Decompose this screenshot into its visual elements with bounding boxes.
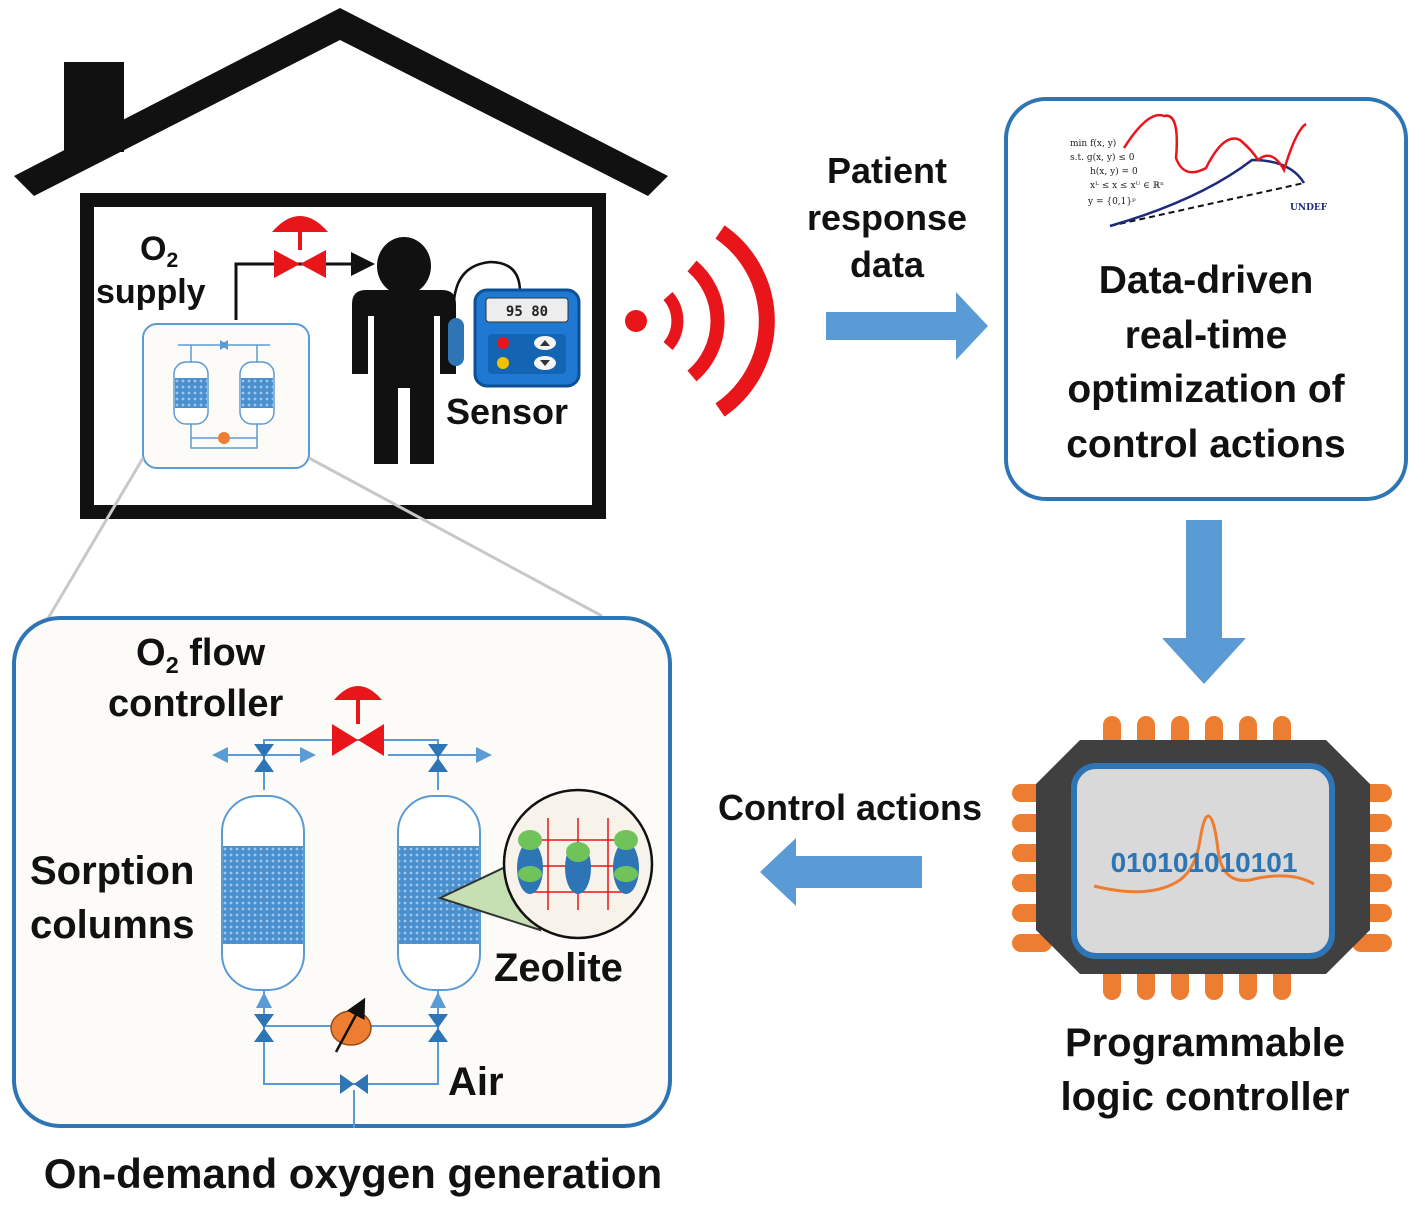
wireless-signal-icon [625,225,775,417]
plc-binary: 010101010101 [1111,847,1298,878]
plc-chip-icon [1012,716,1392,1000]
zoom-line-right [308,456,603,618]
mini-generator-icon [142,323,310,469]
optimization-box [1004,97,1408,501]
control-actions-label: Control actions [717,787,982,828]
generator-caption: On-demand oxygen generation [43,1150,663,1197]
formula-line-1: min f(x, y) [1070,138,1116,149]
flow-controller-valve-icon [332,686,384,756]
optimization-label: Data-driven real-time optimization of co… [1066,259,1346,466]
house-valve-icon [272,216,328,278]
sensor-readout: 95 80 [506,304,548,320]
sensor-cuff-icon [448,318,464,366]
patient-icon [352,237,456,464]
formula-line-2: s.t. g(x, y) ≤ 0 [1070,152,1135,163]
sensor-label: Sensor [446,391,569,432]
supply-line [234,216,375,320]
valve-icons [254,744,448,1094]
sorption-columns-label: Sorption columns [30,849,195,947]
optimization-chart-icon [1109,113,1307,228]
zeolite-label: Zeolite [494,946,623,990]
arrow-to-optimization [826,292,988,360]
sensor-cable [452,260,522,319]
arrow-to-plc [1162,520,1246,684]
sensor-device-icon [473,288,581,388]
o2-supply-label: O2 supply [96,230,206,311]
plc-label: Programmable logic controller [1060,1021,1350,1119]
zoom-line-left [38,457,145,633]
zeolite-icon [437,788,654,940]
o2-flow-controller-label: O2 flow controller [108,632,284,726]
formula-line-3: h(x, y) = 0 [1090,166,1138,177]
sorption-column-left-icon [221,795,305,991]
generator-box [12,616,672,1128]
formula-line-4: xᴸ ≤ x ≤ xᵁ ∈ ℝⁿ [1090,181,1164,191]
patient-response-data-label: Patient response data [806,150,968,285]
air-label: Air [448,1060,504,1104]
compressor-icon [330,997,372,1053]
formula-line-5: y = {0,1}ᵖ [1087,197,1136,207]
arrow-control-actions [760,838,922,906]
chart-tag: UNDEF [1290,203,1328,213]
